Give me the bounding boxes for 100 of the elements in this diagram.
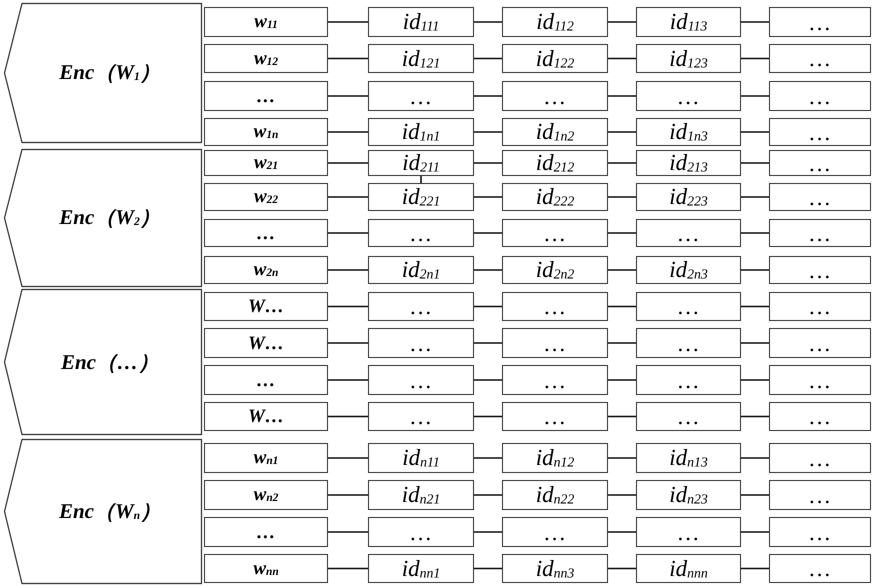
id-box: [502, 554, 608, 583]
cell-text: …: [678, 405, 699, 428]
cell-text: …: [810, 332, 830, 354]
connector-line: [328, 269, 368, 271]
connector-line: [328, 568, 368, 570]
connector-line: [474, 21, 502, 23]
cell-text: id$_{nnn}$: [669, 556, 708, 580]
group-label: Enc（…）: [60, 352, 159, 372]
cell-text: id$_{213}$: [669, 151, 708, 175]
connector-line: [608, 379, 636, 381]
connector-line: [608, 95, 636, 97]
id-box: [769, 443, 871, 473]
connector-line: [608, 196, 636, 198]
id-box: [636, 365, 741, 395]
connector-line: [608, 342, 636, 344]
group-label: Enc（W$_{1}$）: [59, 62, 161, 84]
id-box: [502, 256, 608, 284]
id-box: [769, 150, 871, 176]
id-box: [368, 402, 474, 431]
cell-text: id$_{123}$: [669, 46, 708, 70]
id-box: [769, 328, 871, 358]
connector-line: [741, 494, 769, 496]
keyword-box: [204, 365, 328, 395]
cell-text: id$_{n11}$: [402, 446, 440, 470]
keyword-box: [204, 443, 328, 473]
connector-line: [741, 416, 769, 418]
connector-line: [328, 306, 368, 308]
cell-text: …: [810, 222, 830, 244]
id-box: [368, 7, 474, 37]
id-box: [769, 554, 871, 583]
connector-line: [474, 494, 502, 496]
id-box: [502, 365, 608, 395]
cell-text: …: [544, 295, 566, 318]
connector-line: [608, 21, 636, 23]
cell-text: …: [810, 446, 830, 470]
id-box: [502, 150, 608, 176]
cell-text: …: [544, 405, 566, 428]
cell-text: W…: [248, 407, 284, 426]
id-box: [502, 443, 608, 473]
id-box: [502, 292, 608, 321]
connector-line: [608, 531, 636, 533]
id-box: [769, 480, 871, 510]
cell-text: …: [678, 368, 699, 392]
connector-line: [420, 176, 422, 183]
cell-text: …: [256, 522, 276, 542]
connector-line: [474, 379, 502, 381]
cell-text: …: [410, 222, 432, 244]
connector-line: [328, 531, 368, 533]
connector-line: [608, 306, 636, 308]
cell-text: …: [810, 84, 830, 108]
id-box: [502, 7, 608, 37]
connector-line: [741, 196, 769, 198]
id-box: [769, 219, 871, 247]
cell-text: …: [810, 405, 830, 428]
id-box: [368, 480, 474, 510]
cell-text: …: [410, 332, 432, 354]
id-box: [502, 480, 608, 510]
cell-text: id$_{n12}$: [536, 446, 574, 470]
connector-line: [608, 568, 636, 570]
cell-text: id$_{n13}$: [669, 446, 708, 470]
cell-text: id$_{1n3}$: [669, 120, 708, 144]
cell-text: id$_{n23}$: [669, 483, 708, 507]
connector-line: [741, 306, 769, 308]
id-box: [636, 517, 741, 547]
id-box: [636, 480, 741, 510]
connector-line: [474, 269, 502, 271]
group-label: Enc（W$_{n}$）: [58, 500, 162, 522]
id-box: [636, 150, 741, 176]
connector-line: [608, 131, 636, 133]
pentagon-label: [4, 3, 202, 143]
id-box: [636, 219, 741, 247]
cell-text: …: [410, 520, 432, 544]
connector-line: [474, 131, 502, 133]
cell-text: …: [810, 368, 830, 392]
connector-line: [328, 196, 368, 198]
cell-text: …: [678, 332, 699, 354]
cell-text: …: [256, 86, 276, 106]
keyword-box: [204, 183, 328, 211]
id-box: [636, 183, 741, 211]
connector-line: [608, 58, 636, 60]
keyword-box: [204, 292, 328, 321]
connector-line: [741, 21, 769, 23]
id-box: [368, 517, 474, 547]
id-box: [769, 44, 871, 73]
cell-text: …: [410, 295, 432, 318]
cell-text: …: [810, 47, 830, 70]
id-box: [368, 292, 474, 321]
connector-line: [328, 457, 368, 459]
cell-text: id$_{222}$: [536, 185, 574, 209]
connector-line: [741, 95, 769, 97]
id-box: [368, 150, 474, 176]
keyword-box: [204, 7, 328, 37]
id-box: [502, 183, 608, 211]
connector-line: [608, 416, 636, 418]
cell-text: id$_{1n2}$: [536, 120, 574, 144]
connector-line: [608, 162, 636, 164]
cell-text: id$_{122}$: [536, 46, 574, 70]
connector-line: [741, 58, 769, 60]
connector-line: [328, 494, 368, 496]
pentagon-label: [4, 149, 202, 287]
